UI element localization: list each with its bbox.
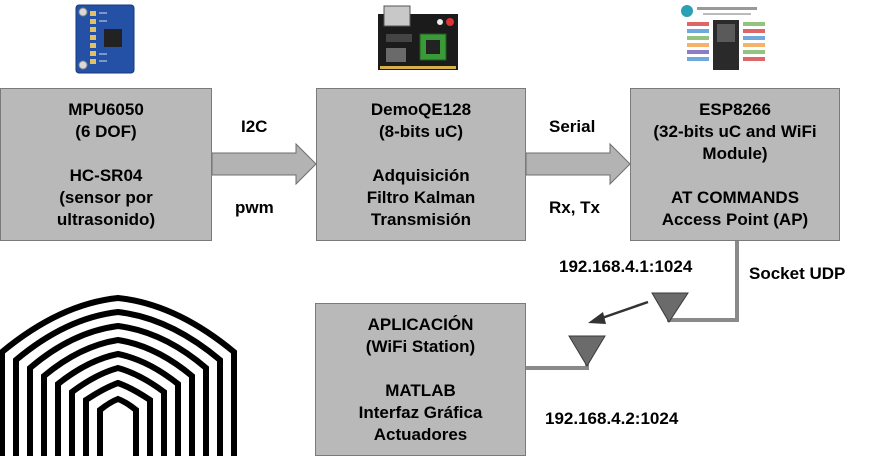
demoqe128-board-photo <box>378 5 458 70</box>
wifi-module-block: ESP8266 (32-bits uC and WiFi Module) AT … <box>630 88 840 241</box>
sensors-block: MPU6050 (6 DOF) HC-SR04 (sensor por ultr… <box>0 88 212 241</box>
mpu6050-board-photo <box>75 4 135 74</box>
ap-antenna-icon <box>651 292 689 323</box>
sensors-line-5: ultrasonido) <box>56 210 156 229</box>
app-line-3: MATLAB <box>385 381 456 400</box>
rx-tx-label: Rx, Tx <box>549 198 601 217</box>
app-line-5: Actuadores <box>373 425 468 444</box>
station-antenna-feed <box>525 354 589 370</box>
wifi-subtitle-1: (32-bits uC and WiFi <box>653 122 817 141</box>
arrow-sensors-to-mcu <box>211 142 317 186</box>
mcu-title: DemoQE128 <box>370 100 472 119</box>
station-address-label: 192.168.4.2:1024 <box>545 409 679 428</box>
ap-address-label: 192.168.4.1:1024 <box>559 257 693 276</box>
sensors-line-4: (sensor por <box>59 188 153 207</box>
sensors-title: MPU6050 <box>68 100 144 119</box>
wifi-line-5: Access Point (AP) <box>661 210 809 229</box>
mcu-line-3: Adquisición <box>372 166 470 185</box>
pwm-label: pwm <box>235 198 274 217</box>
mcu-block: DemoQE128 (8-bits uC) Adquisición Filtro… <box>316 88 526 241</box>
ap-antenna-feed <box>667 240 739 322</box>
mcu-line-4: Filtro Kalman <box>366 188 476 207</box>
app-line-4: Interfaz Gráfica <box>358 403 483 422</box>
arrow-mcu-to-wifi <box>525 142 631 186</box>
sensors-subtitle: (6 DOF) <box>75 122 137 141</box>
socket-udp-label: Socket UDP <box>749 264 846 283</box>
station-antenna-icon <box>568 335 606 367</box>
wifi-subtitle-2: Module) <box>702 144 768 163</box>
mcu-subtitle: (8-bits uC) <box>378 122 464 141</box>
app-title: APLICACIÓN <box>367 315 474 334</box>
university-logo-icon <box>0 294 237 456</box>
wireless-link-arrow <box>598 300 649 321</box>
wifi-title: ESP8266 <box>699 100 771 119</box>
sensors-line-3: HC-SR04 <box>69 166 143 185</box>
wifi-line-4: AT COMMANDS <box>670 188 800 207</box>
mcu-line-5: Transmisión <box>370 210 472 229</box>
i2c-label: I2C <box>241 117 268 136</box>
wireless-link-arrowhead <box>588 312 606 324</box>
app-subtitle: (WiFi Station) <box>365 337 476 356</box>
application-block: APLICACIÓN (WiFi Station) MATLAB Interfa… <box>315 303 526 456</box>
esp8266-board-photo <box>679 2 773 76</box>
serial-label: Serial <box>549 117 596 136</box>
